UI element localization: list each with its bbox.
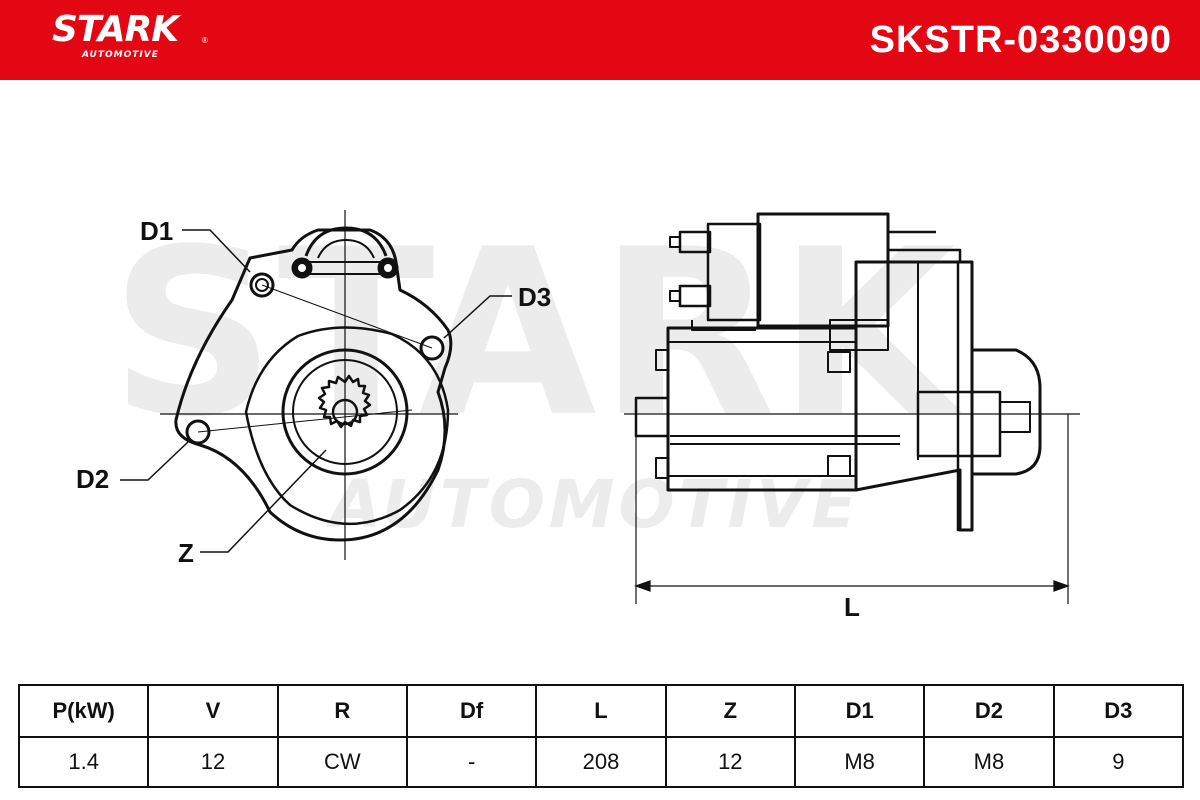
hole-d3 [419, 335, 445, 361]
label-d1: D1 [140, 216, 174, 246]
specs-header-cell: R [276, 684, 408, 738]
specs-value-cell: - [405, 736, 538, 788]
specs-value-cell: 12 [664, 736, 796, 788]
header-bar: STARK AUTOMOTIVE ® SKSTR-0330090 [0, 0, 1200, 80]
side-view [634, 212, 1042, 532]
front-leaders [120, 229, 512, 553]
label-d3: D3 [518, 282, 552, 312]
mounting-flange [956, 260, 974, 532]
hole-d2 [185, 419, 211, 445]
front-centerlines [160, 210, 458, 560]
technical-drawing [120, 210, 1080, 604]
hole-d1 [249, 272, 275, 298]
front-view [174, 226, 453, 542]
label-z: Z [178, 538, 194, 568]
top-boss-inner [317, 239, 375, 259]
specs-header-cell: D2 [923, 684, 1055, 738]
bolt-right-inner [384, 264, 392, 272]
hole-d1-inner [255, 278, 269, 292]
specs-value-cell: M8 [793, 736, 926, 788]
nose-housing [972, 348, 1042, 476]
product-code: SKSTR-0330090 [869, 19, 1172, 61]
specs-header-cell: D3 [1052, 684, 1185, 738]
top-boss [304, 226, 388, 257]
specs-value-cell: CW [276, 736, 408, 788]
terminal-lower [678, 284, 712, 308]
front-body-outline [244, 326, 450, 525]
specs-header-cell: Z [664, 684, 796, 738]
specs-header-cell: V [147, 684, 279, 738]
specs-header-cell: Df [405, 684, 538, 738]
solenoid-cap [706, 222, 762, 322]
specs-value-cell: 12 [147, 736, 279, 788]
specs-value-cell: 9 [1052, 736, 1185, 788]
registered-mark: ® [202, 36, 208, 45]
dimension-l [634, 414, 1070, 604]
solenoid-body [756, 212, 890, 328]
specs-header-row: P(kW) V R Df L Z D1 D2 D3 [17, 684, 1185, 738]
specs-value-row: 1.4 12 CW - 208 12 M8 M8 9 [17, 736, 1185, 788]
specs-header-cell: P(kW) [17, 684, 150, 738]
specs-value-cell: 1.4 [17, 736, 150, 788]
specs-value-cell: 208 [535, 736, 667, 788]
stark-logo: STARK AUTOMOTIVE ® [52, 9, 208, 61]
front-flange-outline [174, 228, 453, 542]
specs-header-cell: L [535, 684, 667, 738]
specs-value-cell: M8 [923, 736, 1055, 788]
brand-sub: AUTOMOTIVE [82, 50, 159, 60]
end-cap [634, 396, 670, 438]
brand-name: STARK [52, 9, 179, 50]
bolt-left-inner [298, 264, 306, 272]
specs-header-cell: D1 [793, 684, 926, 738]
terminal-upper [678, 230, 712, 254]
label-l: L [844, 592, 860, 622]
label-d2: D2 [76, 464, 110, 494]
drive-housing [854, 260, 974, 532]
specs-table: P(kW) V R Df L Z D1 D2 D3 1.4 12 CW - 20… [17, 684, 1185, 788]
solenoid-connector [829, 319, 889, 351]
